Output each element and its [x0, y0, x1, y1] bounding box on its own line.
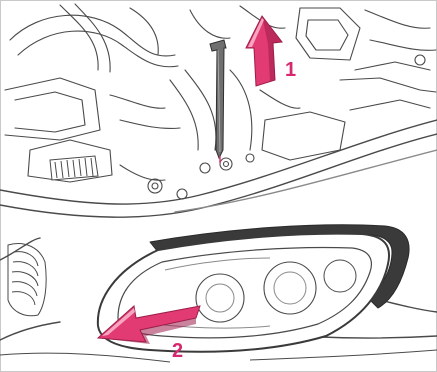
vent-grille: [50, 156, 98, 180]
step-1-label: 1: [285, 60, 296, 80]
step-2-label: 2: [172, 341, 183, 361]
